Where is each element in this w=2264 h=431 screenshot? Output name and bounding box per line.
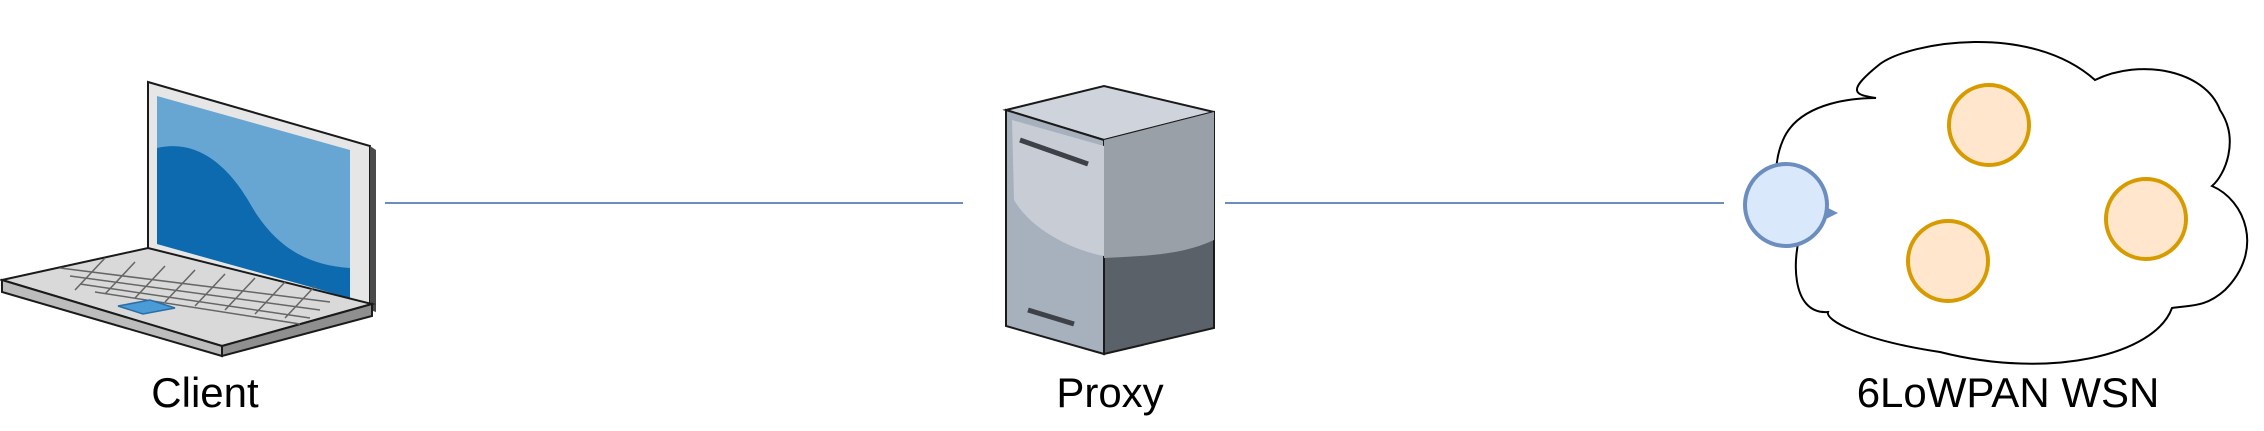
sensor-node	[1947, 83, 2031, 167]
wsn-label: 6LoWPAN WSN	[1856, 369, 2160, 416]
server-tower-icon	[1002, 84, 1215, 356]
gateway-node	[1743, 162, 1838, 248]
sensor-node	[2104, 177, 2188, 261]
proxy-label: Proxy	[1056, 369, 1164, 416]
sensor-node	[1906, 219, 1990, 303]
laptop-icon	[0, 80, 376, 358]
client-label: Client	[151, 369, 259, 416]
